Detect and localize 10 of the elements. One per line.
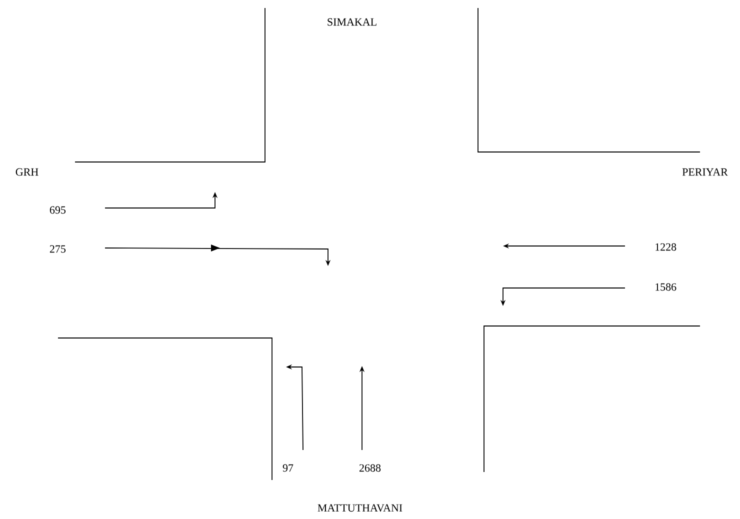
road-label: SIMAKAL	[328, 18, 376, 26]
road-label: PERIYAR	[682, 168, 728, 176]
road-label: 1586	[656, 283, 676, 291]
road-label: 2688	[360, 464, 381, 472]
road-label: MATTUTHAVANI	[318, 504, 402, 512]
road-label: GRH	[16, 168, 38, 176]
road-label: 695	[50, 206, 66, 214]
road-label: 1228	[656, 243, 676, 251]
road-label: 275	[50, 245, 66, 253]
road-label: 97	[282, 464, 294, 472]
